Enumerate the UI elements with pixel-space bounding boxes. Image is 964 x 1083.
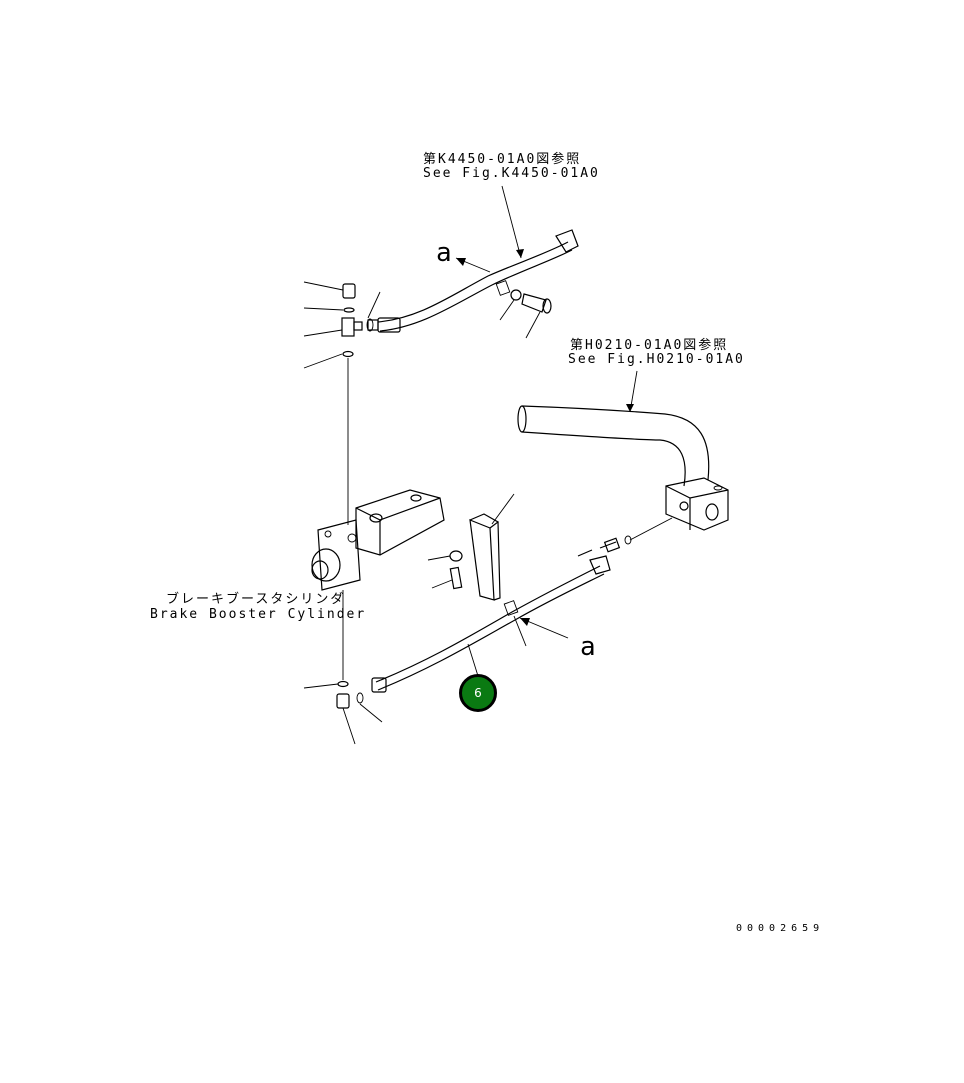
upper-bolt [510,289,552,314]
component-label-jp: ブレーキブースタシリンダ [166,592,346,607]
drawing-number: 00002659 [736,923,825,934]
reference-label-top-en: See Fig.K4450-01A0 [423,166,600,181]
brake-booster-cylinder [311,489,445,591]
bracket [449,513,501,601]
tube-and-block [517,405,729,531]
reference-label-right-jp: 第H0210-01A0図参照 [570,338,729,353]
component-label-en: Brake Booster Cylinder [150,607,367,622]
reference-label-top-jp: 第K4450-01A0図参照 [423,152,582,167]
lower-hose [371,535,632,693]
reference-label-right-en: See Fig.H0210-01A0 [568,352,745,367]
leader-lines [303,185,673,745]
view-marker-upper: a [436,238,452,268]
upper-hose [367,229,579,333]
callout-6-marker[interactable]: 6 [459,674,497,712]
view-marker-lower: a [580,632,596,662]
lower-fittings [336,680,364,709]
left-upper-fittings [341,283,374,358]
